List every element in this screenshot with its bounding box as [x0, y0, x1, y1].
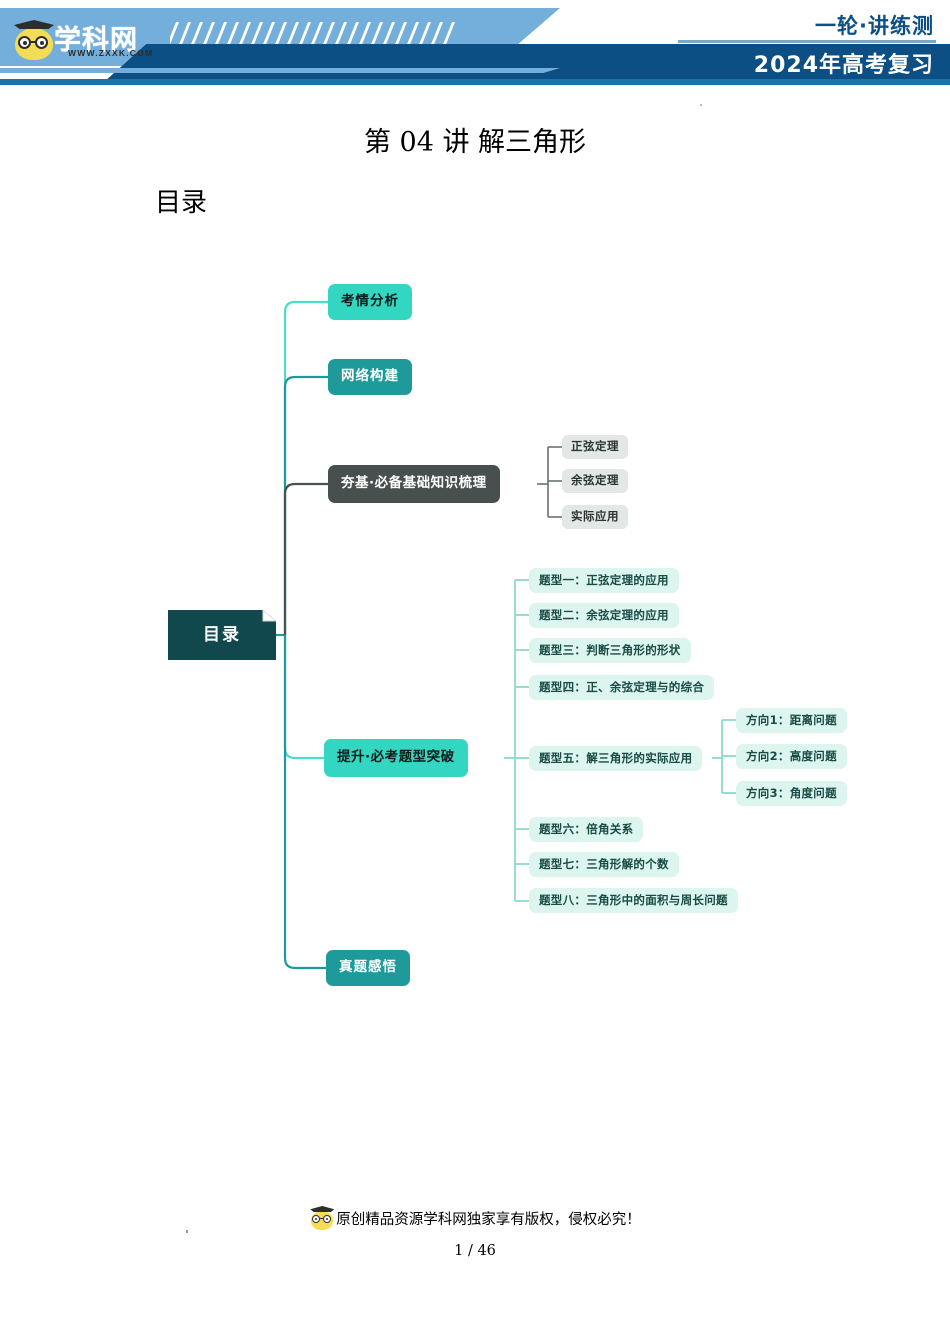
mindmap-node-network-build[interactable]: 网络构建 — [328, 359, 412, 395]
node-label: 题型四：正、余弦定理与的综合 — [539, 679, 705, 694]
node-label: 网络构建 — [341, 368, 399, 385]
mindmap-node-question-type-1[interactable]: 题型一：正弦定理的应用 — [529, 568, 679, 593]
node-label: 实际应用 — [571, 509, 619, 524]
mindmap-node-question-type-8[interactable]: 题型八：三角形中的面积与周长问题 — [529, 888, 738, 913]
page-number: 1 / 46 — [454, 1243, 496, 1259]
mindmap-node-question-types[interactable]: 提升·必考题型突破 — [324, 739, 468, 777]
node-label: 方向3：角度问题 — [746, 785, 837, 800]
mindmap-node-question-type-2[interactable]: 题型二：余弦定理的应用 — [529, 603, 679, 628]
node-label: 提升·必考题型突破 — [337, 749, 455, 766]
owl-watermark-icon — [309, 1206, 335, 1230]
node-label: 夯基·必备基础知识梳理 — [341, 475, 487, 492]
node-label: 方向1：距离问题 — [746, 712, 837, 727]
node-label: 正弦定理 — [571, 439, 619, 454]
toc-heading: 目录 — [155, 188, 208, 218]
mindmap-node-basics[interactable]: 夯基·必备基础知识梳理 — [328, 465, 500, 503]
node-label: 方向2：高度问题 — [746, 748, 837, 763]
mindmap-root-node[interactable]: 目录 — [168, 610, 276, 660]
header-baseline-gap — [0, 85, 950, 87]
node-label: 题型一：正弦定理的应用 — [539, 572, 669, 587]
node-label: 真题感悟 — [339, 959, 397, 976]
stray-mark-bottom — [186, 1230, 188, 1233]
mindmap-root-label: 目录 — [203, 624, 241, 645]
mindmap-node-real-exam[interactable]: 真题感悟 — [326, 950, 410, 986]
mindmap-node-question-type-5[interactable]: 题型五：解三角形的实际应用 — [529, 746, 703, 771]
node-label: 题型五：解三角形的实际应用 — [539, 750, 693, 765]
owl-logo-icon — [12, 20, 56, 60]
mindmap-node-question-type-6[interactable]: 题型六：倍角关系 — [529, 817, 644, 842]
copyright-text: 原创精品资源学科网独家享有版权，侵权必究！ — [336, 1211, 641, 1228]
page-footer: 原创精品资源学科网独家享有版权，侵权必究！ — [0, 1206, 950, 1235]
header-series-label: 一轮·讲练测 — [815, 14, 934, 38]
site-logo: 学科网 WWW.ZXXK.COM — [12, 14, 162, 64]
node-label: 题型六：倍角关系 — [539, 821, 634, 836]
mindmap-node-question-type-3[interactable]: 题型三：判断三角形的形状 — [529, 638, 691, 663]
mindmap-node-cosine-rule[interactable]: 余弦定理 — [562, 469, 628, 493]
mindmap-node-practical-use[interactable]: 实际应用 — [562, 505, 628, 529]
node-label: 题型二：余弦定理的应用 — [539, 607, 669, 622]
node-label: 题型七：三角形解的个数 — [539, 856, 669, 871]
mindmap-node-question-type-4[interactable]: 题型四：正、余弦定理与的综合 — [529, 675, 715, 700]
mindmap-node-direction-2[interactable]: 方向2：高度问题 — [736, 744, 847, 769]
node-label: 余弦定理 — [571, 473, 619, 488]
page-header: 学科网 WWW.ZXXK.COM 一轮·讲练测 2024年高考复习 — [0, 0, 950, 92]
header-divider-rule — [678, 40, 936, 43]
mindmap-node-direction-3[interactable]: 方向3：角度问题 — [736, 781, 847, 806]
node-label: 题型八：三角形中的面积与周长问题 — [539, 892, 728, 907]
stray-mark-top — [700, 104, 702, 106]
mindmap-node-sine-rule[interactable]: 正弦定理 — [562, 435, 628, 459]
mindmap-node-direction-1[interactable]: 方向1：距离问题 — [736, 708, 847, 733]
logo-brand-text: 学科网 — [54, 25, 138, 56]
mindmap-node-question-type-7[interactable]: 题型七：三角形解的个数 — [529, 852, 679, 877]
header-year-label: 2024年高考复习 — [753, 53, 934, 78]
node-label: 题型三：判断三角形的形状 — [539, 642, 681, 657]
logo-url-text: WWW.ZXXK.COM — [68, 48, 154, 58]
mindmap-node-exam-analysis[interactable]: 考情分析 — [328, 284, 412, 320]
header-baseline — [0, 79, 950, 85]
header-light-underline — [0, 68, 560, 73]
page-title: 第 04 讲 解三角形 — [363, 127, 587, 158]
node-label: 考情分析 — [341, 293, 399, 310]
header-dark-band — [104, 44, 950, 82]
